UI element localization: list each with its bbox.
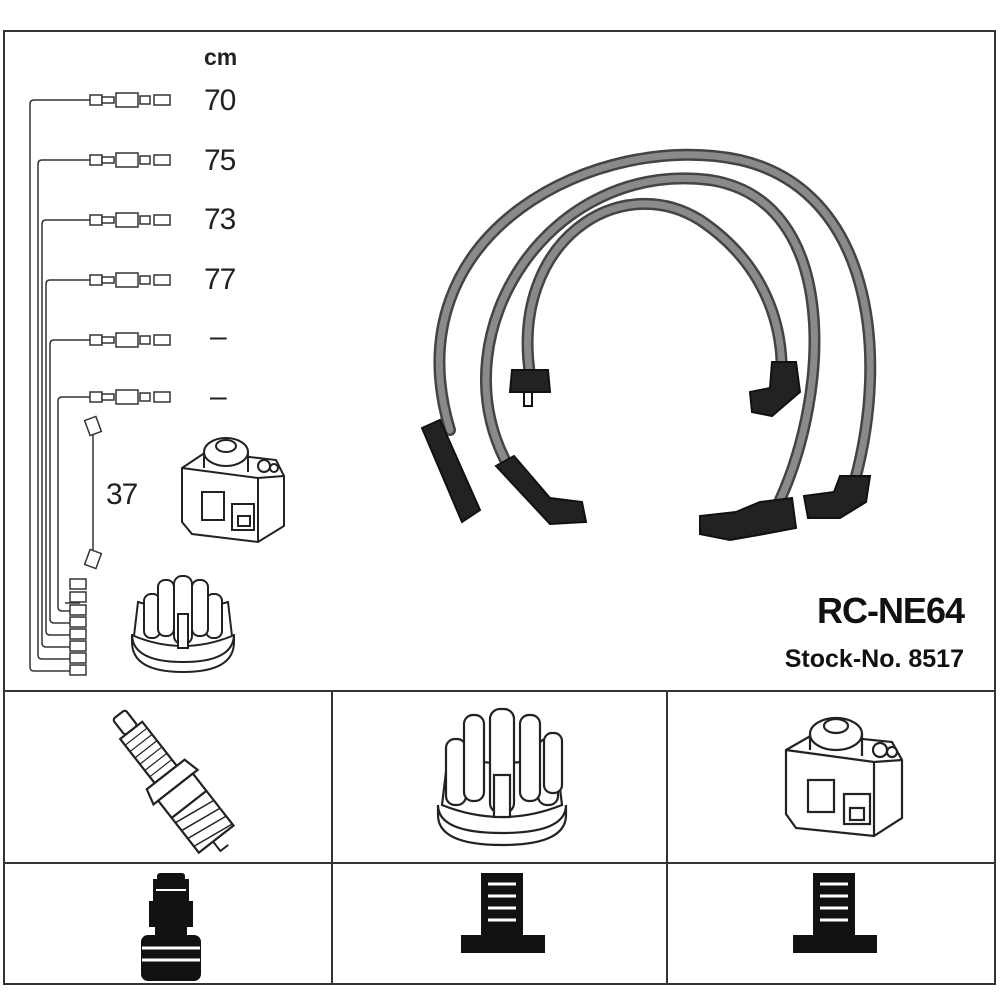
stock-number: 8517: [908, 645, 964, 673]
spark-plug-icon: [112, 709, 236, 855]
product-code: RC-NE64: [816, 590, 965, 631]
coil-lead-length: 37: [106, 478, 138, 511]
divider-horizontal-middle: [3, 862, 996, 864]
ignition-coil-icon: [181, 437, 285, 544]
distributor-terminal-icon: [461, 873, 545, 953]
cable-length-2: 75: [204, 144, 236, 177]
outer-frame: [3, 30, 996, 985]
unit-label: cm: [204, 44, 238, 70]
cable-length-5: –: [210, 320, 227, 353]
cable-length-1: 70: [204, 84, 236, 117]
cable-length-4: 77: [204, 263, 236, 296]
ignition-cables-icon: [420, 148, 877, 542]
divider-horizontal-top: [3, 690, 996, 692]
distributor-cap-icon: [436, 707, 568, 847]
distributor-cap-icon: [131, 575, 235, 674]
spark-plug-terminal-icon: [141, 873, 201, 981]
stock-label: Stock-No.: [784, 645, 902, 673]
coil-terminal-icon: [793, 873, 877, 953]
cable-length-3: 73: [204, 203, 236, 236]
cable-length-6: –: [210, 380, 227, 413]
divider-vertical-left: [331, 690, 333, 985]
divider-vertical-right: [666, 690, 668, 985]
ignition-coil-icon: [784, 716, 904, 838]
ignition-lead-set-icon: [29, 92, 171, 676]
stock-number-line: Stock-No. 8517: [785, 645, 964, 674]
